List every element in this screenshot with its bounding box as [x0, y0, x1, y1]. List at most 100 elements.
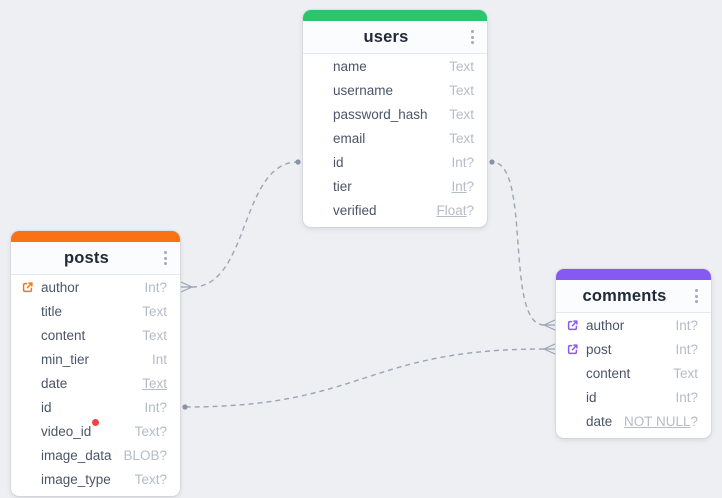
field-type: Int?: [144, 280, 167, 295]
one-cardinality-dot-icon: [182, 404, 188, 410]
field-type: BLOB?: [123, 448, 167, 463]
field-row-comments-id[interactable]: id Int?: [556, 385, 711, 409]
field-type: Float?: [436, 203, 474, 218]
field-row-posts-content[interactable]: content Text: [11, 323, 180, 347]
field-type-base: NOT NULL: [623, 413, 691, 429]
table-accent-bar: [11, 231, 180, 242]
field-type: NOT NULL?: [624, 414, 698, 429]
field-type-base: Text: [134, 471, 160, 487]
field-name: email: [333, 130, 366, 146]
field-name: author: [586, 317, 625, 333]
relationship-posts-author-to-users-id[interactable]: [180, 159, 301, 293]
relationship-curve[interactable]: [184, 348, 545, 408]
field-name: post: [586, 341, 612, 357]
field-type-base: Int: [451, 154, 467, 170]
field-type: Text?: [135, 424, 167, 439]
field-name: password_hash: [333, 106, 428, 122]
field-row-comments-author[interactable]: author Int?: [556, 313, 711, 337]
kebab-menu-icon[interactable]: [468, 27, 477, 47]
field-name: content: [586, 365, 631, 381]
field-type-suffix: ?: [159, 471, 167, 487]
field-name: author: [41, 279, 80, 295]
field-row-posts-date[interactable]: date Text: [11, 371, 180, 395]
field-row-posts-id[interactable]: id Int?: [11, 395, 180, 419]
field-type-base: BLOB: [123, 447, 160, 463]
relationship-curve[interactable]: [191, 161, 299, 288]
field-type: Text: [142, 328, 167, 343]
field-type-base: Int: [675, 341, 691, 357]
foreign-key-icon: [21, 281, 41, 294]
relationship-comments-author-to-users-id[interactable]: [489, 159, 556, 331]
relationship-curve[interactable]: [491, 161, 545, 326]
field-row-users-verified[interactable]: verified Float?: [303, 198, 487, 222]
field-row-users-email[interactable]: email Text: [303, 126, 487, 150]
field-indicator-dot: [92, 418, 100, 426]
field-name: date: [41, 375, 68, 391]
field-name: verified: [333, 202, 377, 218]
field-name: id: [41, 399, 52, 415]
field-row-users-password_hash[interactable]: password_hash Text: [303, 102, 487, 126]
field-type-base: Text: [449, 130, 474, 146]
field-type: Int?: [144, 400, 167, 415]
field-type-base: Text: [449, 106, 474, 122]
field-type: Text: [142, 304, 167, 319]
field-type: Int?: [675, 390, 698, 405]
table-accent-bar: [556, 269, 711, 280]
field-type-suffix: ?: [159, 279, 167, 295]
field-row-posts-author[interactable]: author Int?: [11, 275, 180, 299]
field-type-base: Text: [134, 423, 160, 439]
field-type: Text: [673, 366, 698, 381]
field-type: Int?: [451, 155, 474, 170]
kebab-menu-icon[interactable]: [692, 286, 701, 306]
field-name: content: [41, 327, 86, 343]
field-type: Text: [449, 131, 474, 146]
field-name: title: [41, 303, 63, 319]
many-cardinality-crow-foot-icon: [180, 281, 193, 293]
table-header: comments: [556, 280, 711, 313]
one-cardinality-dot-icon: [489, 159, 495, 165]
field-type: Int: [152, 352, 167, 367]
field-type-suffix: ?: [690, 389, 698, 405]
field-row-users-username[interactable]: username Text: [303, 78, 487, 102]
field-type-base: Int: [675, 389, 691, 405]
one-cardinality-dot-icon: [295, 159, 301, 165]
table-title: posts: [63, 248, 109, 267]
field-row-posts-title[interactable]: title Text: [11, 299, 180, 323]
field-type-base: Int: [151, 351, 167, 367]
field-row-comments-content[interactable]: content Text: [556, 361, 711, 385]
field-type-suffix: ?: [466, 178, 474, 194]
field-type-base: Float: [436, 202, 467, 218]
field-type-base: Text: [142, 375, 167, 391]
table-title: comments: [582, 286, 667, 305]
field-name: id: [586, 389, 597, 405]
table-header: users: [303, 21, 487, 54]
field-type-base: Int: [144, 279, 160, 295]
field-type-suffix: ?: [159, 447, 167, 463]
relationship-comments-post-to-posts-id[interactable]: [182, 343, 556, 410]
field-type: Text: [449, 59, 474, 74]
field-type-base: Int: [144, 399, 160, 415]
table-header: posts: [11, 242, 180, 275]
field-name: username: [333, 82, 394, 98]
kebab-menu-icon[interactable]: [161, 248, 170, 268]
field-type-base: Text: [449, 82, 474, 98]
field-type: Int?: [675, 318, 698, 333]
field-type: Text: [142, 376, 167, 391]
